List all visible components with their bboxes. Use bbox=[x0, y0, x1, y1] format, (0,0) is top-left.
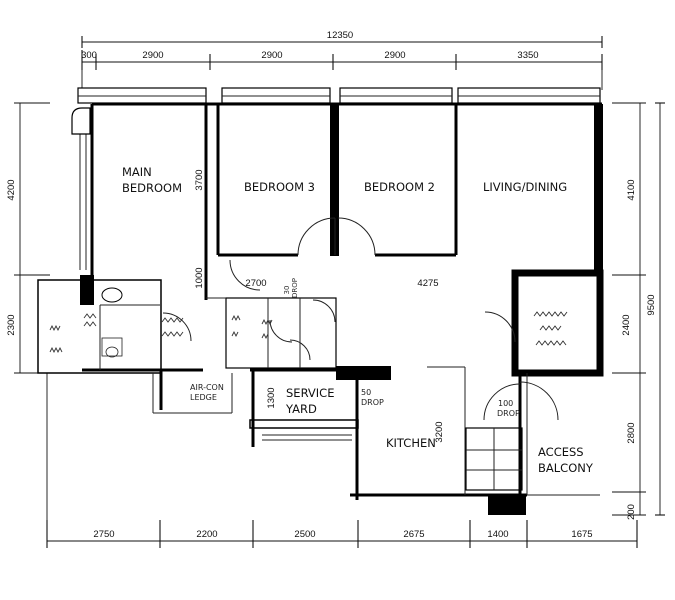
top-windows bbox=[77, 87, 601, 104]
main-bedroom-label-1: MAIN bbox=[122, 165, 152, 179]
dim-bottom-3: 2500 bbox=[294, 529, 315, 540]
dim-right-2: 2400 bbox=[621, 314, 632, 335]
dim-3200: 3200 bbox=[434, 421, 445, 442]
service-yard-label-1: SERVICE bbox=[286, 386, 334, 400]
dim-100-drop: DROP bbox=[497, 409, 520, 418]
dimension-labels: 12350 300 2900 2900 2900 3350 4200 2300 … bbox=[6, 30, 657, 540]
dim-2700: 2700 bbox=[245, 278, 266, 289]
kitchen-label: KITCHEN bbox=[386, 436, 436, 450]
dim-left-1: 4200 bbox=[6, 179, 17, 200]
dim-1000: 1000 bbox=[194, 267, 205, 288]
bath1-scribble bbox=[49, 313, 97, 354]
room-labels: MAIN BEDROOM BEDROOM 3 BEDROOM 2 LIVING/… bbox=[122, 165, 594, 475]
dim-50: 50 bbox=[361, 388, 371, 397]
dim-4275: 4275 bbox=[417, 278, 438, 289]
bedroom2-label: BEDROOM 2 bbox=[364, 180, 435, 194]
dim-right-4: 200 bbox=[626, 504, 637, 520]
dim-right-1: 4100 bbox=[626, 179, 637, 200]
dim-bottom-4: 2675 bbox=[403, 529, 424, 540]
dim-right-3: 2800 bbox=[626, 422, 637, 443]
dim-right-total: 9500 bbox=[646, 294, 657, 315]
main-bedroom-label-2: BEDROOM bbox=[122, 181, 182, 195]
aircon-ledge-label-2: LEDGE bbox=[190, 393, 217, 402]
dim-top-4: 2900 bbox=[384, 50, 405, 61]
dim-bottom-5: 1400 bbox=[487, 529, 508, 540]
service-yard-label-2: YARD bbox=[285, 402, 317, 416]
bath2-scribble bbox=[161, 314, 273, 340]
dim-bottom-1: 2750 bbox=[93, 529, 114, 540]
illegible-annotations bbox=[49, 311, 568, 354]
dim-top-2: 2900 bbox=[142, 50, 163, 61]
dim-bottom-6: 1675 bbox=[571, 529, 592, 540]
walls bbox=[37, 102, 604, 515]
bedroom3-label: BEDROOM 3 bbox=[244, 180, 315, 194]
dim-1300: 1300 bbox=[266, 387, 277, 408]
dim-3700: 3700 bbox=[194, 169, 205, 190]
dim-top-5: 3350 bbox=[517, 50, 538, 61]
dim-top-3: 2900 bbox=[261, 50, 282, 61]
dim-30: 30 bbox=[283, 286, 291, 295]
shelter-scribble bbox=[533, 311, 568, 346]
living-dining-label: LIVING/DINING bbox=[483, 180, 567, 194]
dim-left-2: 2300 bbox=[6, 314, 17, 335]
dim-30-drop: DROP bbox=[291, 278, 299, 298]
dim-50-drop: DROP bbox=[361, 398, 384, 407]
door-swings bbox=[162, 217, 559, 421]
interior-dimensions: 3700 1000 2700 30 DROP 4275 1300 50 DROP… bbox=[194, 169, 520, 442]
top-dimension-lines bbox=[81, 36, 603, 90]
dim-top-total: 12350 bbox=[327, 30, 353, 41]
dim-100: 100 bbox=[498, 399, 513, 408]
dim-top-1: 300 bbox=[81, 50, 97, 61]
bottom-dimension-lines bbox=[46, 373, 638, 548]
dim-bottom-2: 2200 bbox=[196, 529, 217, 540]
left-dimension-lines bbox=[14, 102, 50, 374]
access-balcony-label-1: ACCESS bbox=[538, 445, 584, 459]
right-dimension-lines bbox=[612, 102, 665, 516]
aircon-ledge-label-1: AIR-CON bbox=[190, 383, 224, 392]
access-balcony-label-2: BALCONY bbox=[538, 461, 594, 475]
